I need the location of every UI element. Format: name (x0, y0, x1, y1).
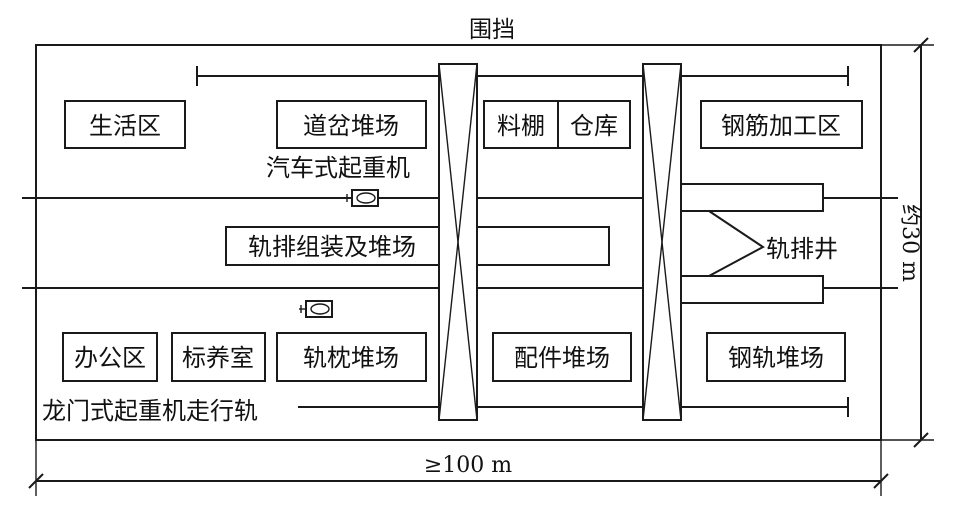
dim-width-label: ≥100 m (424, 453, 512, 478)
truck-crane-icon-lower (299, 300, 333, 318)
zone-material-shed-label: 料棚 (497, 112, 545, 140)
gantry-crane-right (642, 63, 682, 421)
zone-warehouse-label: 仓库 (570, 112, 618, 140)
dim-height-tick-bottom (913, 432, 929, 448)
zone-parts-yard-label: 配件堆场 (514, 344, 610, 372)
zone-living-box (64, 100, 186, 149)
zone-material-shed-box (483, 100, 559, 149)
truck-crane-icon-upper (345, 189, 379, 207)
zone-lab-label: 标养室 (182, 344, 254, 372)
zone-rebar-area-box (700, 100, 863, 149)
enclosure-boundary (35, 44, 882, 441)
zone-rebar-area-label: 钢筋加工区 (721, 112, 841, 140)
zone-office-box (62, 332, 158, 382)
zone-turnout-yard-label: 道岔堆场 (303, 112, 399, 140)
gantry-rail-label: 龙门式起重机走行轨 (42, 397, 258, 425)
zone-parts-yard-box (492, 332, 632, 382)
dim-width-tick-left (28, 473, 44, 489)
zone-track-panel-yard-box (225, 226, 610, 266)
dim-width-tick-right (873, 473, 889, 489)
track-panel-well-lower (658, 275, 824, 304)
track-panel-well-upper (658, 183, 824, 212)
zone-sleeper-yard-box (276, 332, 427, 382)
zone-rail-yard-box (706, 332, 846, 382)
dim-height-tick-top (913, 37, 929, 53)
zone-rail-yard-label: 钢轨堆场 (728, 344, 824, 372)
dim-height-label: 约30 m (897, 204, 922, 282)
truck-crane-label: 汽车式起重机 (266, 154, 410, 182)
gantry-crane-left (438, 63, 478, 421)
zone-lab-box (171, 332, 266, 382)
zone-track-panel-yard-label: 轨排组装及堆场 (248, 233, 416, 261)
zone-office-label: 办公区 (74, 344, 146, 372)
zone-turnout-yard-box (276, 100, 427, 149)
zone-warehouse-box (557, 100, 631, 149)
track-panel-well-callout (708, 210, 765, 277)
zone-living-label: 生活区 (89, 112, 161, 140)
zone-sleeper-yard-label: 轨枕堆场 (303, 344, 399, 372)
enclosure-label: 围挡 (469, 17, 515, 43)
track-panel-well-label: 轨排井 (766, 235, 838, 263)
